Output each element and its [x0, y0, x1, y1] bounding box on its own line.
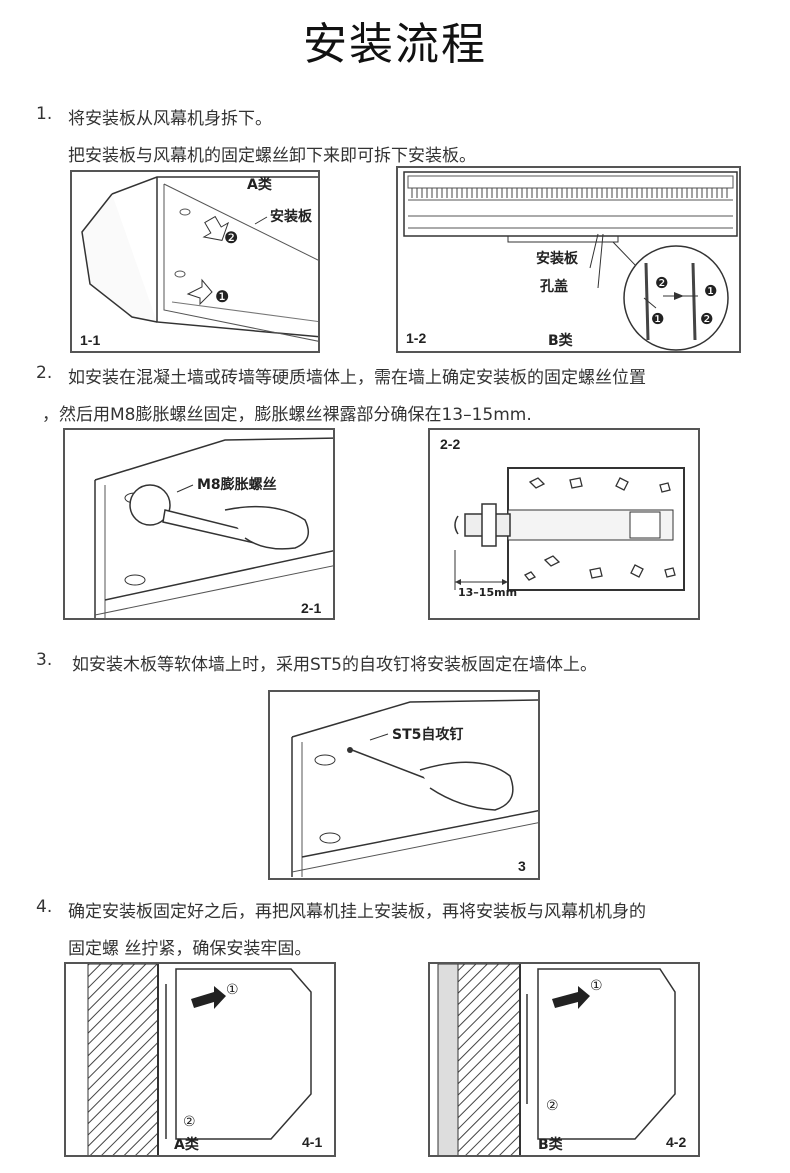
air-curtain-illustration-b: [403, 171, 738, 351]
figure-2-1: M8膨胀螺丝 2-1: [63, 428, 335, 620]
marker-1-icon: ❶: [704, 282, 718, 300]
step-2-line-2: ，然后用M8膨胀螺丝固定，膨胀螺丝裸露部分确保在13–15mm.: [42, 405, 532, 425]
fig-1-1-tag: 1-1: [80, 332, 101, 348]
fig-4-1-type-label: A类: [174, 1137, 199, 1153]
marker-1-icon: ❶: [651, 310, 665, 328]
fig-1-2-tag: 1-2: [406, 330, 427, 346]
fig-1-1-part-label: 安装板: [270, 209, 312, 225]
fig-1-2-part-label-1: 安装板: [536, 251, 578, 267]
fig-1-1-type-label: A类: [247, 177, 272, 193]
figure-1-1: A类 安装板 ❷ ❶ 1-1: [70, 170, 320, 353]
wall-mount-illustration-b: [437, 964, 676, 1155]
fig-4-1-tag: 4-1: [302, 1134, 323, 1150]
step-3-number: 3.: [36, 650, 53, 670]
marker-2-icon: ②: [183, 1114, 196, 1130]
step-4-number: 4.: [36, 897, 53, 917]
step-1-number: 1.: [36, 104, 53, 124]
step-2-number: 2.: [36, 363, 53, 383]
page-title: 安装流程: [303, 19, 487, 70]
fig-2-2-dimension: 13–15mm: [458, 586, 518, 599]
fig-1-2-type-label: B类: [548, 333, 573, 349]
fig-2-2-tag: 2-2: [440, 436, 461, 452]
step-2-line-1: 如安装在混凝土墙或砖墙等硬质墙体上，需在墙上确定安装板的固定螺丝位置: [68, 368, 646, 388]
expansion-bolt-illustration: [454, 467, 685, 591]
figure-2-2: 13–15mm 2-2: [428, 428, 700, 620]
step-4-line-2: 固定螺 丝拧紧，确保安装牢固。: [68, 939, 312, 959]
fig-3-part-label: ST5自攻钉: [392, 727, 464, 743]
marker-2-icon: ❷: [224, 228, 239, 247]
wall-mount-illustration-a: [87, 964, 312, 1155]
screwdriver-installation-illustration: [291, 699, 538, 877]
marker-2-icon: ②: [546, 1098, 559, 1114]
step-3-line-1: 如安装木板等软体墙上时，采用ST5的自攻钉将安装板固定在墙体上。: [72, 655, 597, 675]
fig-4-2-tag: 4-2: [666, 1134, 687, 1150]
marker-1-icon: ❶: [215, 287, 230, 306]
wrench-installation-illustration: [94, 437, 333, 618]
air-curtain-illustration-a: [81, 176, 318, 342]
figure-4-1: ① ② A类 4-1: [64, 962, 336, 1157]
marker-2-icon: ❷: [655, 274, 669, 292]
step-1-line-2: 把安装板与风幕机的固定螺丝卸下来即可拆下安装板。: [68, 146, 476, 166]
fig-3-tag: 3: [518, 858, 526, 874]
figure-3: ST5自攻钉 3: [268, 690, 540, 880]
fig-2-1-part-label: M8膨胀螺丝: [197, 477, 277, 493]
fig-1-2-part-label-2: 孔盖: [540, 279, 568, 295]
marker-1-icon: ①: [590, 978, 603, 994]
figure-1-2: 安装板 孔盖 ❷ ❶ ❶ ❷ B类 1-2: [396, 166, 741, 353]
figure-4-2: ① ② B类 4-2: [428, 962, 700, 1157]
fig-4-2-type-label: B类: [538, 1137, 563, 1153]
marker-1-icon: ①: [226, 982, 239, 998]
step-4-line-1: 确定安装板固定好之后，再把风幕机挂上安装板，再将安装板与风幕机机身的: [68, 902, 646, 922]
fig-2-1-tag: 2-1: [301, 600, 322, 616]
marker-2-icon: ❷: [700, 310, 714, 328]
step-1-line-1: 将安装板从风幕机身拆下。: [68, 109, 272, 129]
